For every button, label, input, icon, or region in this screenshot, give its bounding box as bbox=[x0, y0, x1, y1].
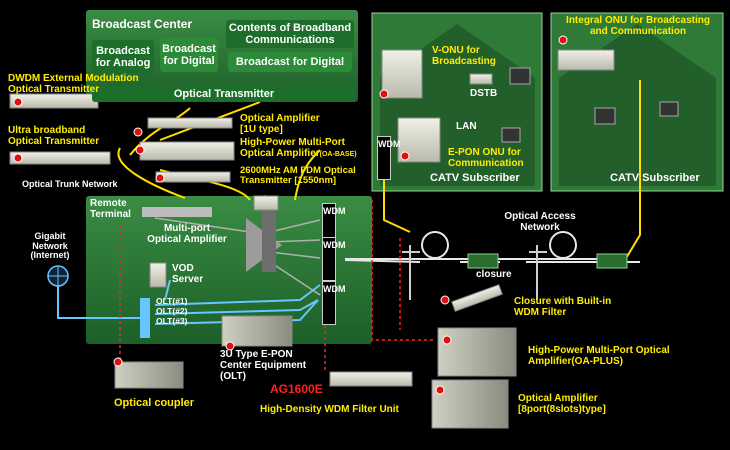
remote-terminal-title: Remote Terminal bbox=[90, 198, 131, 220]
dstb-label: DSTB bbox=[470, 88, 498, 99]
fdm-device bbox=[155, 171, 231, 183]
olt3-label: OLT(#3) bbox=[156, 316, 188, 326]
closure-label: closure bbox=[476, 269, 512, 280]
amp-ports bbox=[262, 210, 276, 272]
epon-center-device bbox=[221, 315, 293, 347]
digital2-label: Broadcast for Digital bbox=[228, 52, 352, 72]
closure-1 bbox=[467, 253, 499, 269]
pc-2 bbox=[659, 101, 679, 117]
olt-strip bbox=[140, 298, 150, 338]
vonu-device bbox=[381, 49, 423, 99]
vod-server bbox=[149, 262, 167, 288]
utility-poles bbox=[402, 245, 547, 300]
wdm-box-1: WDM bbox=[322, 203, 346, 247]
olt2-label: OLT(#2) bbox=[156, 306, 188, 316]
integral-onu-label: Integral ONU for Broadcasting and Commun… bbox=[566, 15, 710, 37]
closure-2 bbox=[596, 253, 628, 269]
integral-onu-device bbox=[557, 49, 615, 71]
epon-center-label: 3U Type E-PON Center Equipment (OLT) bbox=[220, 349, 307, 382]
wdm-box-3: WDM bbox=[322, 281, 346, 325]
epon-onu-label: E-PON ONU for Communication bbox=[448, 147, 524, 169]
fdm-label: 2600MHz AM FDM Optical Transmitter [1550… bbox=[240, 165, 356, 187]
vod-label: VOD Server bbox=[172, 263, 204, 285]
amp-1u-device bbox=[147, 117, 233, 129]
oa-plus-device bbox=[437, 327, 517, 377]
dwdm-label: DWDM External Modulation Optical Transmi… bbox=[8, 73, 139, 95]
amp-8port-label: Optical Amplifier [8port(8slots)type] bbox=[518, 393, 606, 415]
amp-8port-device bbox=[431, 379, 509, 429]
contents-label: Contents of Broadband Communications bbox=[226, 20, 354, 48]
broadcast-center-title: Broadcast Center bbox=[92, 17, 193, 31]
multiport-label: Multi-port Optical Amplifier bbox=[147, 223, 227, 245]
coupler-top-device bbox=[253, 195, 279, 211]
vonu-label: V-ONU for Broadcasting bbox=[432, 45, 496, 67]
ultra-device bbox=[9, 151, 111, 165]
coupler-device bbox=[114, 361, 184, 389]
optical-tx-label: Optical Transmitter bbox=[92, 86, 356, 102]
coupler-label: Optical coupler bbox=[114, 397, 195, 409]
dwdm-device bbox=[9, 93, 99, 109]
model-label: AG1600E bbox=[270, 382, 323, 396]
gigabit-label: Gigabit Network (Internet) bbox=[30, 231, 70, 261]
oa-base-label: High-Power Multi-Port Optical Amplifier(… bbox=[240, 137, 357, 159]
analog-label: Broadcast for Analog bbox=[92, 40, 154, 74]
wdm-box-2: WDM bbox=[322, 237, 346, 281]
digital-label: Broadcast for Digital bbox=[160, 38, 218, 72]
ultra-label: Ultra broadband Optical Transmitter bbox=[8, 125, 100, 147]
tv-1 bbox=[509, 67, 531, 85]
catv-wdm-box: WDM bbox=[377, 136, 401, 180]
hd-wdm-device bbox=[329, 371, 413, 387]
tv-2 bbox=[594, 107, 616, 125]
olt1-label: OLT(#1) bbox=[156, 296, 188, 306]
oa-plus-label: High-Power Multi-Port Optical Amplifier(… bbox=[528, 345, 670, 367]
closure-wdm-label: Closure with Built-in WDM Filter bbox=[514, 296, 612, 318]
dstb-device bbox=[469, 73, 493, 85]
trunk-label: Optical Trunk Network bbox=[22, 179, 118, 189]
lan-label: LAN bbox=[456, 121, 477, 132]
access-network-label: Optical Access Network bbox=[504, 211, 576, 233]
amp-fibers bbox=[154, 217, 321, 296]
oa-base-device bbox=[139, 141, 235, 161]
red-markers bbox=[13, 35, 568, 395]
amp-1u-label: Optical Amplifier [1U type] bbox=[240, 113, 320, 135]
multiport-comb bbox=[142, 207, 212, 217]
catv2-label: CATV Subscriber bbox=[610, 172, 700, 184]
closure-wdm-device bbox=[451, 284, 503, 312]
catv1-label: CATV Subscriber bbox=[430, 172, 520, 184]
remote-terminal-panel bbox=[86, 196, 372, 344]
pc-1 bbox=[501, 127, 521, 143]
hd-wdm-label: High-Density WDM Filter Unit bbox=[260, 404, 399, 415]
